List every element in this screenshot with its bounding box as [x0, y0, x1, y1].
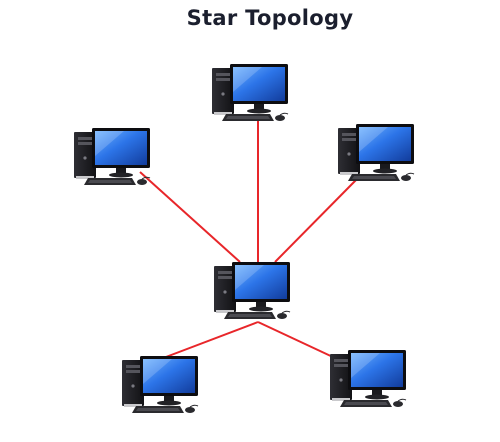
computer-upper-right — [338, 124, 415, 181]
desktop-computer-icon — [338, 124, 415, 181]
link-hub-to-computer-upper-left — [139, 171, 241, 263]
mouse — [275, 115, 285, 121]
mouse — [137, 179, 147, 185]
diagram-title: Star Topology — [186, 6, 354, 30]
mouse — [277, 313, 287, 319]
monitor-screen — [233, 67, 285, 101]
desktop-computer-icon — [74, 128, 151, 185]
link-hub-to-computer-lower-right — [257, 321, 336, 359]
link-hub-to-computer-lower-left — [157, 321, 259, 361]
computer-upper-left — [74, 128, 151, 185]
desktop-computer-icon — [330, 350, 407, 407]
link-hub-to-computer-upper-right — [274, 179, 357, 263]
mouse — [185, 407, 195, 413]
links-group — [139, 120, 357, 361]
desktop-computer-icon — [122, 356, 199, 413]
computer-lower-left — [122, 356, 199, 413]
monitor-screen — [95, 131, 147, 165]
computer-top — [212, 64, 289, 121]
monitor-screen — [143, 359, 195, 393]
monitor-screen — [351, 353, 403, 387]
mouse — [393, 401, 403, 407]
monitor-screen — [359, 127, 411, 161]
monitor-screen — [235, 265, 287, 299]
computer-lower-right — [330, 350, 407, 407]
desktop-computer-icon — [214, 262, 291, 319]
hub-computer — [214, 262, 291, 319]
computers-group — [74, 64, 415, 413]
desktop-computer-icon — [212, 64, 289, 121]
mouse — [401, 175, 411, 181]
